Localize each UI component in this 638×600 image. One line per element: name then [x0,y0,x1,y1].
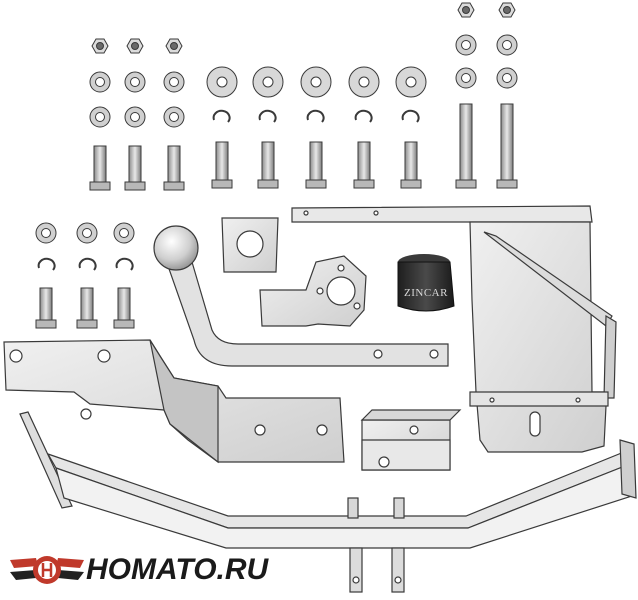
bolt-icon [211,141,422,189]
washer-icon [89,71,185,128]
tow-ball-neck [153,225,449,367]
long-bolt-icon [455,103,518,189]
nut-icon [91,38,183,54]
washer-icon [35,222,135,244]
u-bracket [360,409,462,471]
main-cross-beam [19,411,637,593]
socket-mounting-plate [259,255,367,327]
spring-washer-icon [212,109,420,123]
tow-ball [153,225,199,271]
bolt-set-middle [206,66,427,189]
bolt-icon [35,287,135,329]
brand-name: HOMATO.RU [86,553,269,586]
bolt-set-right [455,2,518,189]
washer-icon [455,34,518,89]
bolt-set-left [89,38,185,191]
bolt-icon [89,145,185,191]
winged-circle-logo-icon [10,556,84,584]
cap-brand-label: ZINCAR [404,287,448,299]
spring-washer-icon [37,257,134,271]
nut-icon [457,2,516,18]
square-bracket [221,217,279,273]
left-side-bracket [3,339,345,464]
large-washer-icon [206,66,427,98]
bolt-set-lower-left [35,222,135,329]
right-side-bracket [291,205,617,453]
ball-cap: ZINCAR [397,254,455,312]
